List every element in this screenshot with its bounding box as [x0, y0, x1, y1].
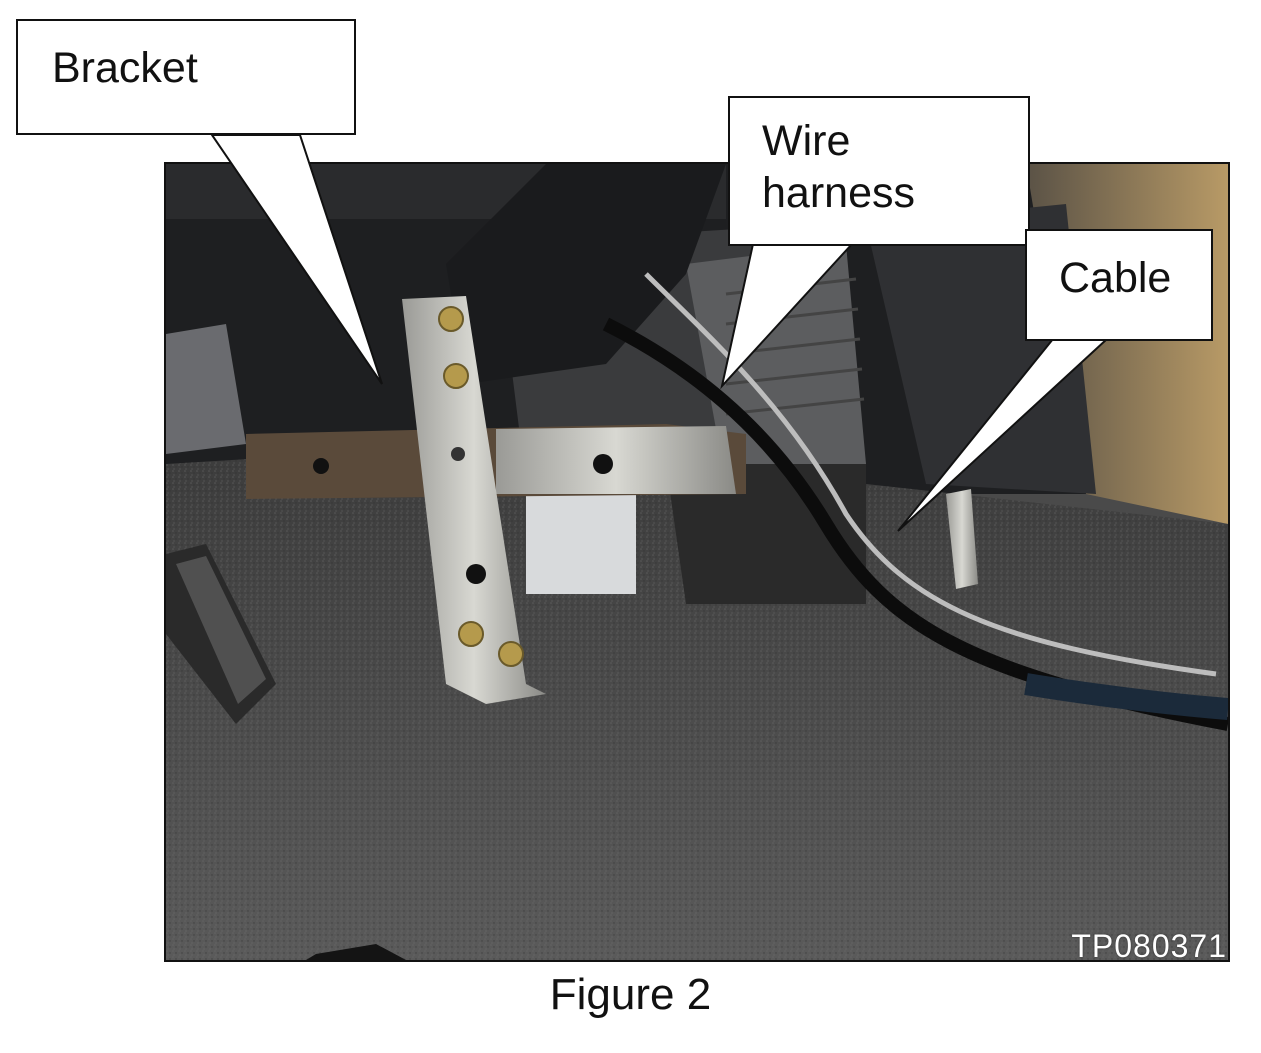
wire-harness-label-line2: harness	[762, 168, 915, 217]
wire-harness-label-line1: Wire	[762, 117, 851, 165]
cable-label-text: Cable	[1059, 254, 1172, 302]
bracket-pointer	[210, 134, 383, 385]
figure-caption: Figure 2	[549, 970, 712, 1019]
cable-pointer	[897, 338, 1110, 532]
center-trim	[446, 164, 726, 384]
white-module	[526, 484, 636, 594]
floor-clip	[946, 489, 978, 589]
bracket-label: Bracket	[16, 19, 356, 135]
vertical-bracket	[402, 296, 546, 704]
wire-harness-pointer	[720, 243, 855, 390]
photo-id: TP080371	[1071, 928, 1227, 964]
cable-line	[644, 272, 1217, 677]
bracket-label-text: Bracket	[52, 44, 198, 92]
cable-label: Cable	[1025, 229, 1213, 341]
wire-harness-label: Wire harness	[728, 96, 1030, 246]
